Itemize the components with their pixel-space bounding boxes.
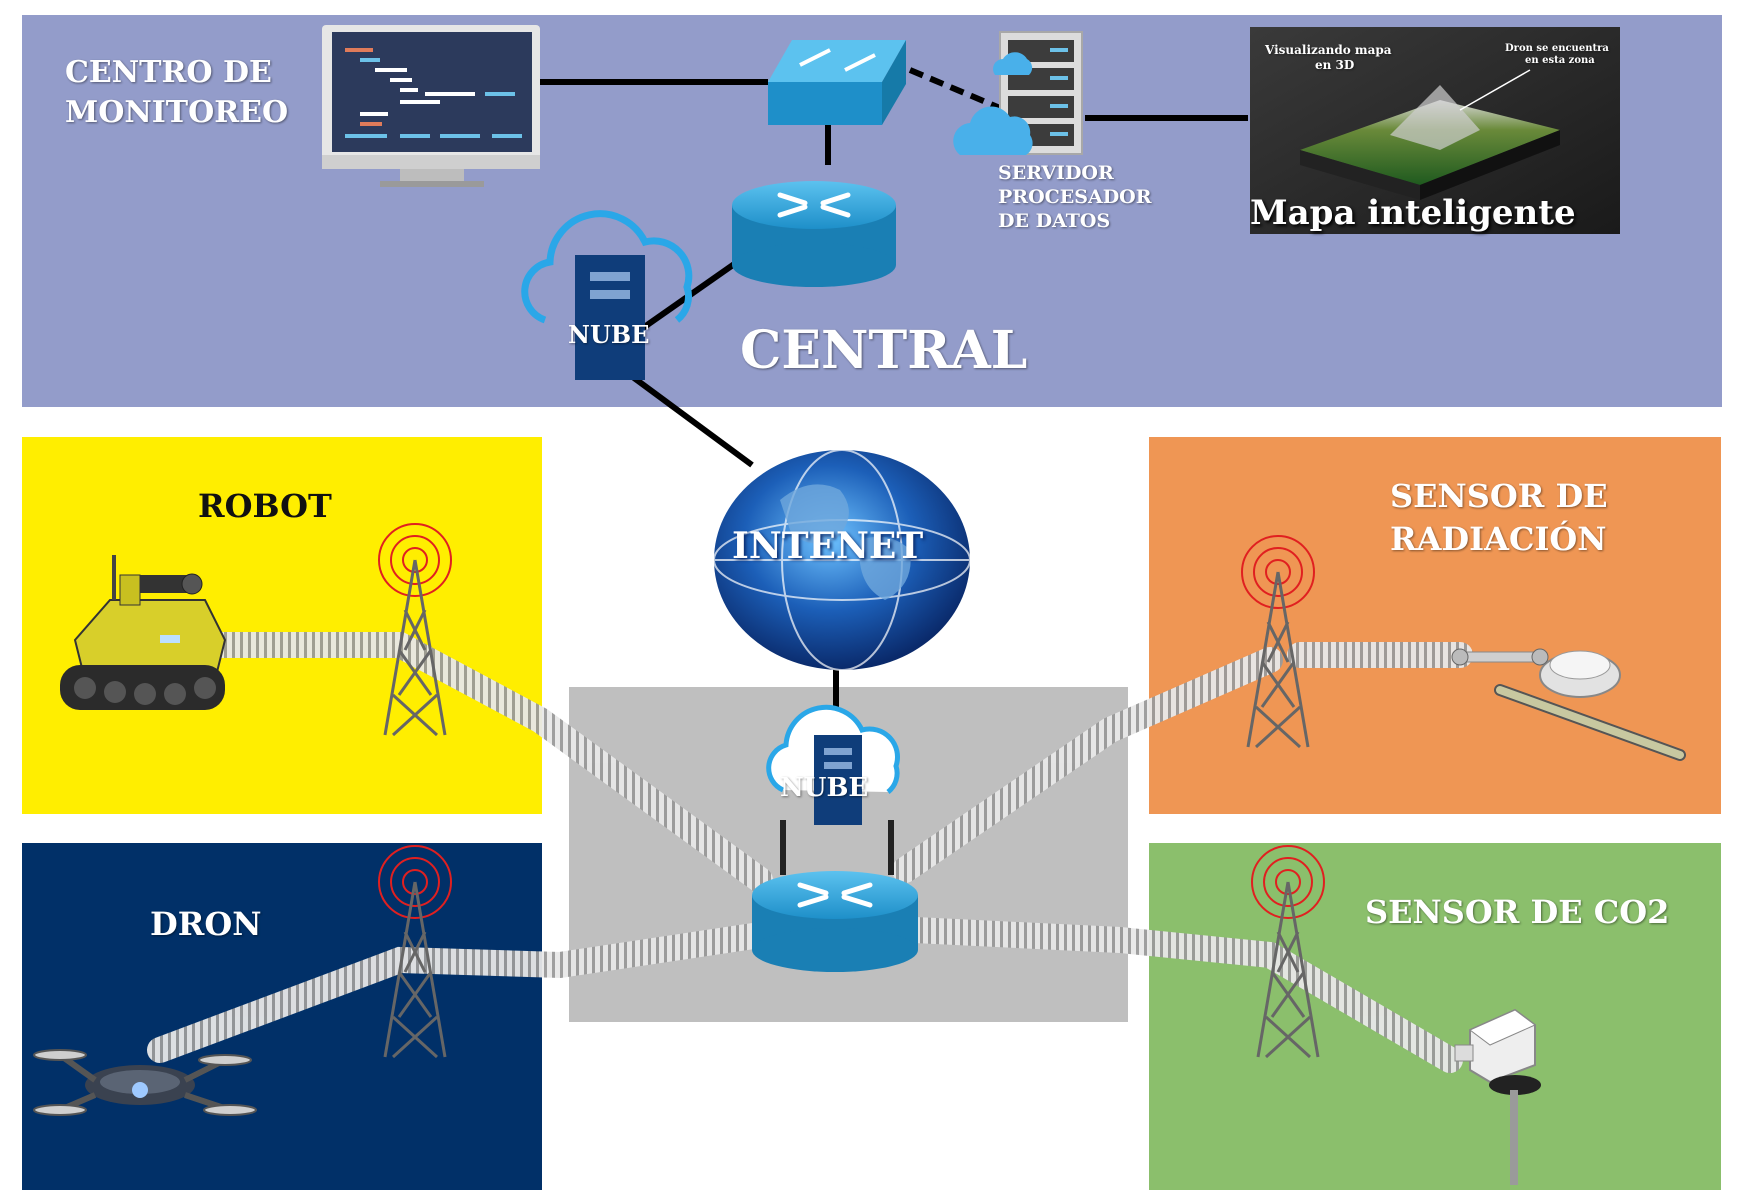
co2-sensor-icon bbox=[1454, 1008, 1541, 1185]
monitor-icon bbox=[322, 25, 540, 187]
terrain-map-icon bbox=[1250, 27, 1620, 234]
antenna-tower-icon bbox=[1241, 535, 1315, 749]
router-icon bbox=[732, 181, 896, 287]
server-label-line3: DE DATOS bbox=[998, 210, 1111, 232]
hub-cloud-label: NUBE bbox=[780, 773, 869, 803]
monitoring-label-line1: CENTRO DE bbox=[65, 55, 272, 90]
central-cloud-label: NUBE bbox=[568, 320, 650, 349]
cloud-server-icon bbox=[521, 210, 693, 380]
radiacion-label-line2: RADIACIÓN bbox=[1390, 520, 1607, 558]
robot-label: ROBOT bbox=[198, 487, 332, 525]
co2-panel bbox=[1149, 843, 1721, 1190]
map-caption-left-line1: Visualizando mapa bbox=[1265, 43, 1392, 57]
map-title: Mapa inteligente bbox=[1250, 193, 1576, 233]
server-rack-icon bbox=[953, 31, 1083, 155]
map-caption-left-line2: en 3D bbox=[1315, 58, 1355, 72]
map-caption-right-line1: Dron se encuentra bbox=[1505, 43, 1609, 54]
map-caption-right-line2: en esta zona bbox=[1525, 55, 1595, 66]
radiacion-label-line1: SENSOR DE bbox=[1390, 477, 1608, 515]
co2-label: SENSOR DE CO2 bbox=[1365, 893, 1670, 931]
radiation-sensor-icon bbox=[1451, 648, 1686, 761]
drone-icon bbox=[33, 1049, 257, 1116]
hub-cloud-server-icon bbox=[766, 704, 900, 825]
antenna-tower-icon bbox=[378, 523, 452, 737]
globe-icon bbox=[713, 449, 971, 671]
wireless-links bbox=[147, 632, 1473, 1073]
robot-icon bbox=[60, 555, 227, 710]
wireless-router-icon bbox=[752, 820, 918, 972]
internet-label: INTENET bbox=[732, 525, 924, 567]
server-label-line1: SERVIDOR bbox=[998, 162, 1114, 184]
radiacion-panel bbox=[1149, 437, 1721, 814]
dron-label: DRON bbox=[150, 905, 262, 943]
antenna-tower-icon bbox=[378, 845, 452, 1059]
monitoring-label-line2: MONITOREO bbox=[65, 95, 289, 130]
server-label-line2: PROCESADOR bbox=[998, 186, 1152, 208]
central-title: CENTRAL bbox=[740, 320, 1028, 381]
antenna-tower-icon bbox=[1251, 845, 1325, 1059]
switch-icon bbox=[768, 40, 906, 125]
